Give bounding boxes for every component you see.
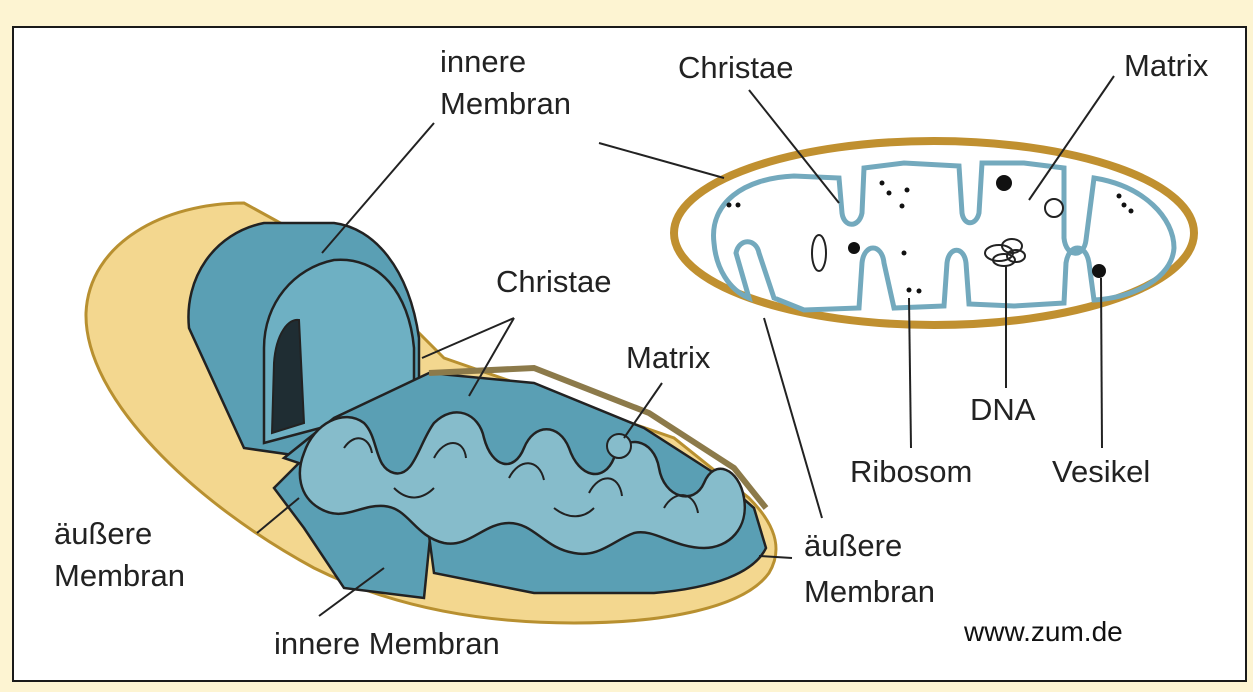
- label-right-christae: Christae: [678, 50, 793, 86]
- label-right-outer-membrane-2: Membran: [804, 574, 935, 610]
- vesicle-left: [848, 242, 860, 254]
- label-left-outer-membrane-2: Membran: [54, 558, 185, 594]
- label-left-inner-membrane-top-2: Membran: [440, 86, 571, 122]
- vesicle-right: [1092, 264, 1106, 278]
- leader-right-inner-membrane: [599, 143, 724, 178]
- label-right-dna: DNA: [970, 392, 1035, 428]
- credit-url: www.zum.de: [964, 614, 1123, 650]
- label-left-matrix: Matrix: [626, 340, 710, 376]
- label-right-outer-membrane-1: äußere: [804, 528, 902, 564]
- label-left-outer-membrane-1: äußere: [54, 516, 152, 552]
- matrix-oval: [812, 235, 826, 271]
- matrix-granule: [607, 434, 631, 458]
- label-left-inner-membrane-top-1: innere: [440, 44, 526, 80]
- label-right-matrix: Matrix: [1124, 48, 1208, 84]
- mitochondrion-3d-cutaway: [86, 203, 776, 623]
- label-right-ribosome: Ribosom: [850, 454, 972, 490]
- label-left-christae: Christae: [496, 264, 611, 300]
- leader-left-christae-a: [422, 318, 514, 358]
- label-left-inner-membrane-bottom: innere Membran: [274, 626, 500, 662]
- matrix-circle: [1045, 199, 1063, 217]
- leader-right-vesicle: [1101, 278, 1102, 448]
- label-right-vesicle: Vesikel: [1052, 454, 1150, 490]
- leader-right-outer-membrane: [764, 318, 822, 518]
- vesicle-top: [996, 175, 1012, 191]
- diagram-frame: innere Membran Christae Matrix äußere Me…: [12, 26, 1247, 682]
- leader-left-inner-membrane-top: [322, 123, 434, 253]
- mitochondrion-cross-section: [674, 141, 1194, 325]
